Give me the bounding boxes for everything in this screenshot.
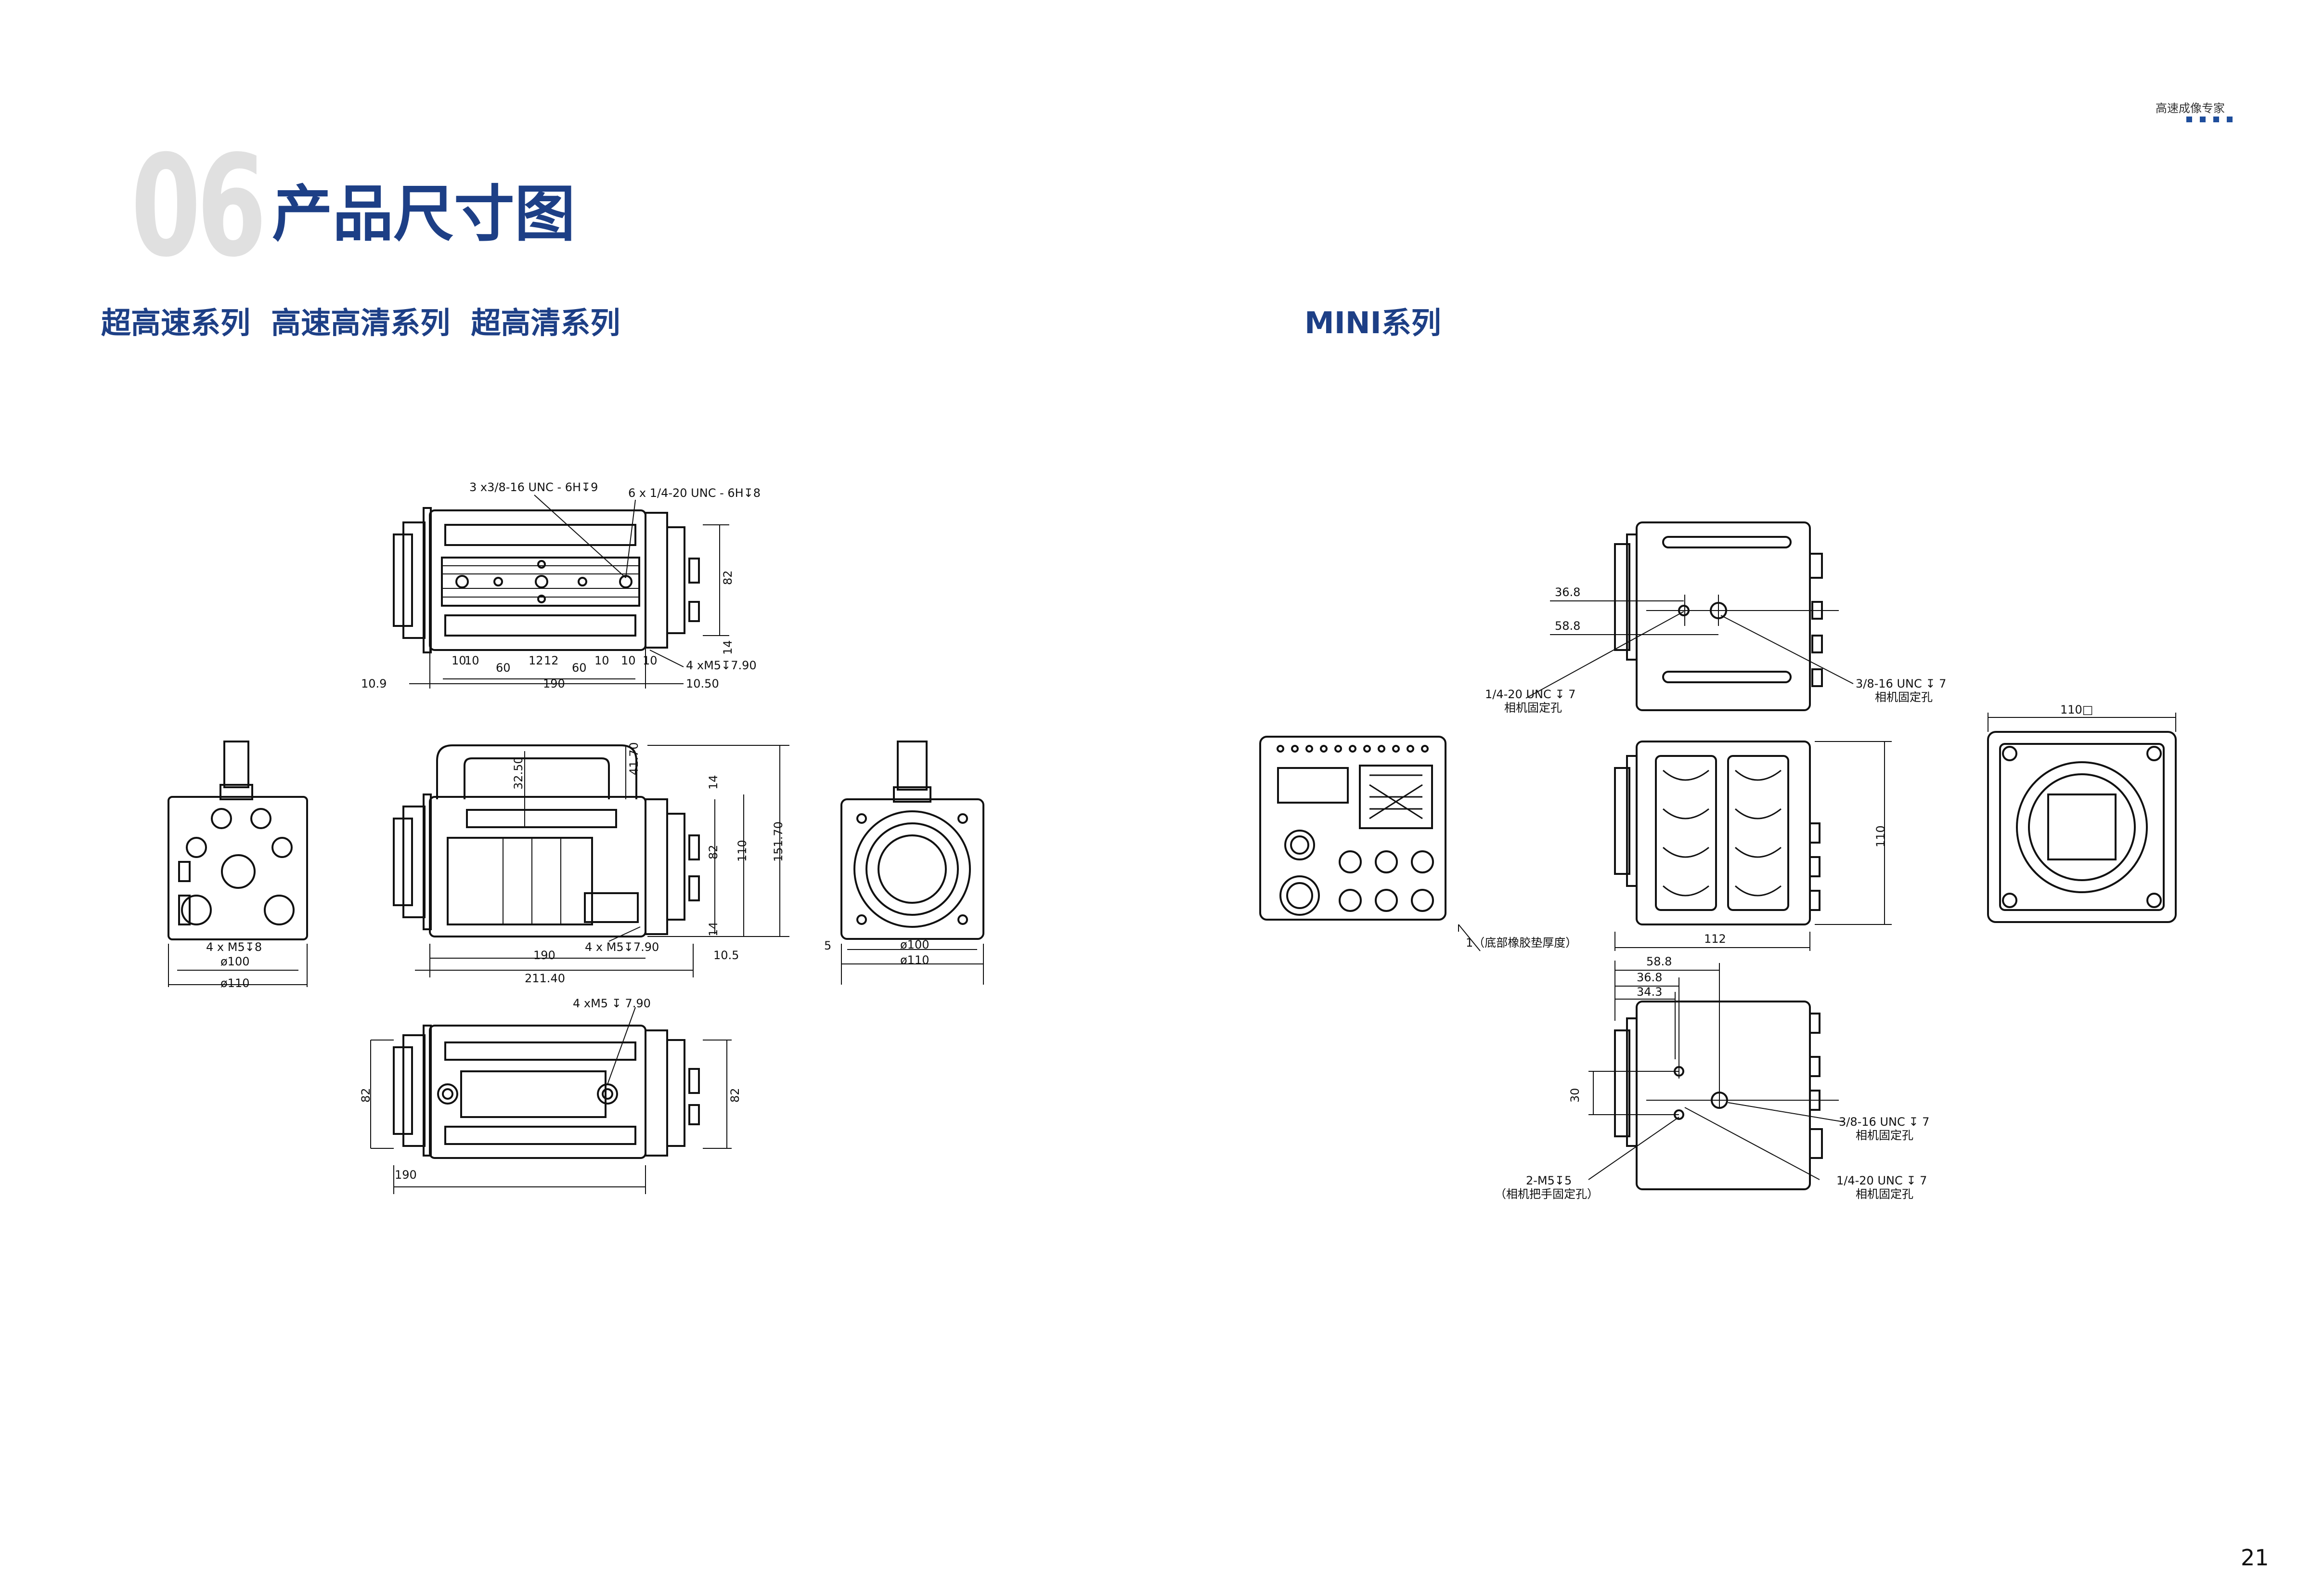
mini-back-panel bbox=[1259, 736, 1446, 921]
mini-bottom-dim-36-8: 36.8 bbox=[1637, 971, 1663, 984]
mini-top-dim-58-8: 58.8 bbox=[1555, 619, 1581, 633]
top-screw-label: 4 xM5↧7.90 bbox=[686, 659, 757, 672]
side-dim-10-5: 10.5 bbox=[713, 949, 739, 962]
mini-top-unc14-label: 1/4-20 UNC ↧ 7 bbox=[1485, 688, 1576, 701]
top-dim-10-e: 10 bbox=[643, 654, 658, 667]
page-title: 产品尺寸图 bbox=[272, 179, 575, 249]
mini-front-view-camera bbox=[1987, 731, 2177, 923]
top-holes-label-2: 6 x 1/4-20 UNC - 6H↧8 bbox=[628, 486, 761, 500]
mini-bottom-dim-58-8: 58.8 bbox=[1646, 955, 1672, 968]
mini-side-view-camera bbox=[1614, 741, 1820, 925]
mini-bottom-unc14-note: 相机固定孔 bbox=[1856, 1187, 1913, 1201]
mini-top-view-camera bbox=[1614, 521, 1823, 711]
mini-bottom-m5-label: 2-M5↧5 bbox=[1526, 1174, 1572, 1187]
top-dim-10-50: 10.50 bbox=[686, 677, 719, 690]
side-screw-label: 4 x M5↧7.90 bbox=[585, 940, 659, 954]
top-dim-190: 190 bbox=[543, 677, 565, 690]
side-dim-211-40: 211.40 bbox=[525, 972, 565, 985]
mini-side-dim-112: 112 bbox=[1704, 932, 1726, 946]
front-dim-5: 5 bbox=[824, 939, 832, 952]
mini-top-dim-36-8: 36.8 bbox=[1555, 585, 1581, 599]
brand-tagline: 高速成像专家 bbox=[2156, 102, 2225, 115]
top-dim-10-a: 10 bbox=[452, 654, 466, 667]
mini-bottom-m5-note: （相机把手固定孔） bbox=[1495, 1187, 1599, 1201]
back-screw-label: 4 x M5↧8 bbox=[206, 940, 262, 954]
top-dim-10-b: 10 bbox=[465, 654, 479, 667]
top-dim-12-a: 12 bbox=[529, 654, 543, 667]
bottom-dim-190: 190 bbox=[395, 1168, 417, 1182]
mini-bottom-view-camera bbox=[1614, 1001, 1823, 1190]
back-view-camera bbox=[168, 741, 308, 940]
mini-bottom-dim-30: 30 bbox=[1568, 1088, 1582, 1103]
section-number: 06 bbox=[131, 126, 267, 288]
side-view-camera bbox=[393, 744, 700, 937]
mini-top-unc38-label: 3/8-16 UNC ↧ 7 bbox=[1856, 677, 1947, 690]
top-holes-label-1: 3 x3/8-16 UNC - 6H↧9 bbox=[469, 481, 598, 494]
series-heading-left: 超高速系列 高速高清系列 超高清系列 bbox=[101, 305, 620, 340]
back-dia-110: ø110 bbox=[220, 976, 250, 990]
top-dim-12-b: 12 bbox=[544, 654, 559, 667]
side-dim-190: 190 bbox=[533, 949, 555, 962]
tagline-dots bbox=[2186, 117, 2233, 122]
top-dim-60-b: 60 bbox=[572, 661, 587, 675]
front-view-camera bbox=[840, 741, 984, 940]
front-dia-110: ø110 bbox=[900, 953, 930, 967]
mini-bottom-unc38-note: 相机固定孔 bbox=[1856, 1129, 1913, 1142]
mini-top-unc38-note: 相机固定孔 bbox=[1875, 690, 1933, 704]
page-number: 21 bbox=[2241, 1545, 2269, 1571]
bottom-view-camera bbox=[393, 1025, 700, 1159]
mini-bottom-dim-34-3: 34.3 bbox=[1637, 985, 1663, 999]
back-dia-100: ø100 bbox=[220, 955, 250, 968]
mini-bottom-unc38-label: 3/8-16 UNC ↧ 7 bbox=[1839, 1115, 1930, 1129]
top-dim-10-9: 10.9 bbox=[361, 677, 387, 690]
mini-front-dim-110: 110□ bbox=[2060, 703, 2093, 716]
front-dia-100: ø100 bbox=[900, 938, 930, 951]
series-heading-right: MINI系列 bbox=[1304, 305, 1441, 340]
bottom-screw-label: 4 xM5 ↧ 7.90 bbox=[573, 997, 651, 1010]
mini-top-unc14-note: 相机固定孔 bbox=[1504, 701, 1562, 715]
top-dim-60-a: 60 bbox=[496, 661, 511, 675]
mini-rubber-note: 1（底部橡胶垫厚度） bbox=[1466, 936, 1577, 950]
mini-bottom-unc14-label: 1/4-20 UNC ↧ 7 bbox=[1836, 1174, 1927, 1187]
mini-side-dim-110: 110 bbox=[1874, 825, 1887, 847]
top-dim-10-d: 10 bbox=[621, 654, 636, 667]
top-dim-10-c: 10 bbox=[594, 654, 609, 667]
top-view-camera bbox=[393, 507, 700, 653]
